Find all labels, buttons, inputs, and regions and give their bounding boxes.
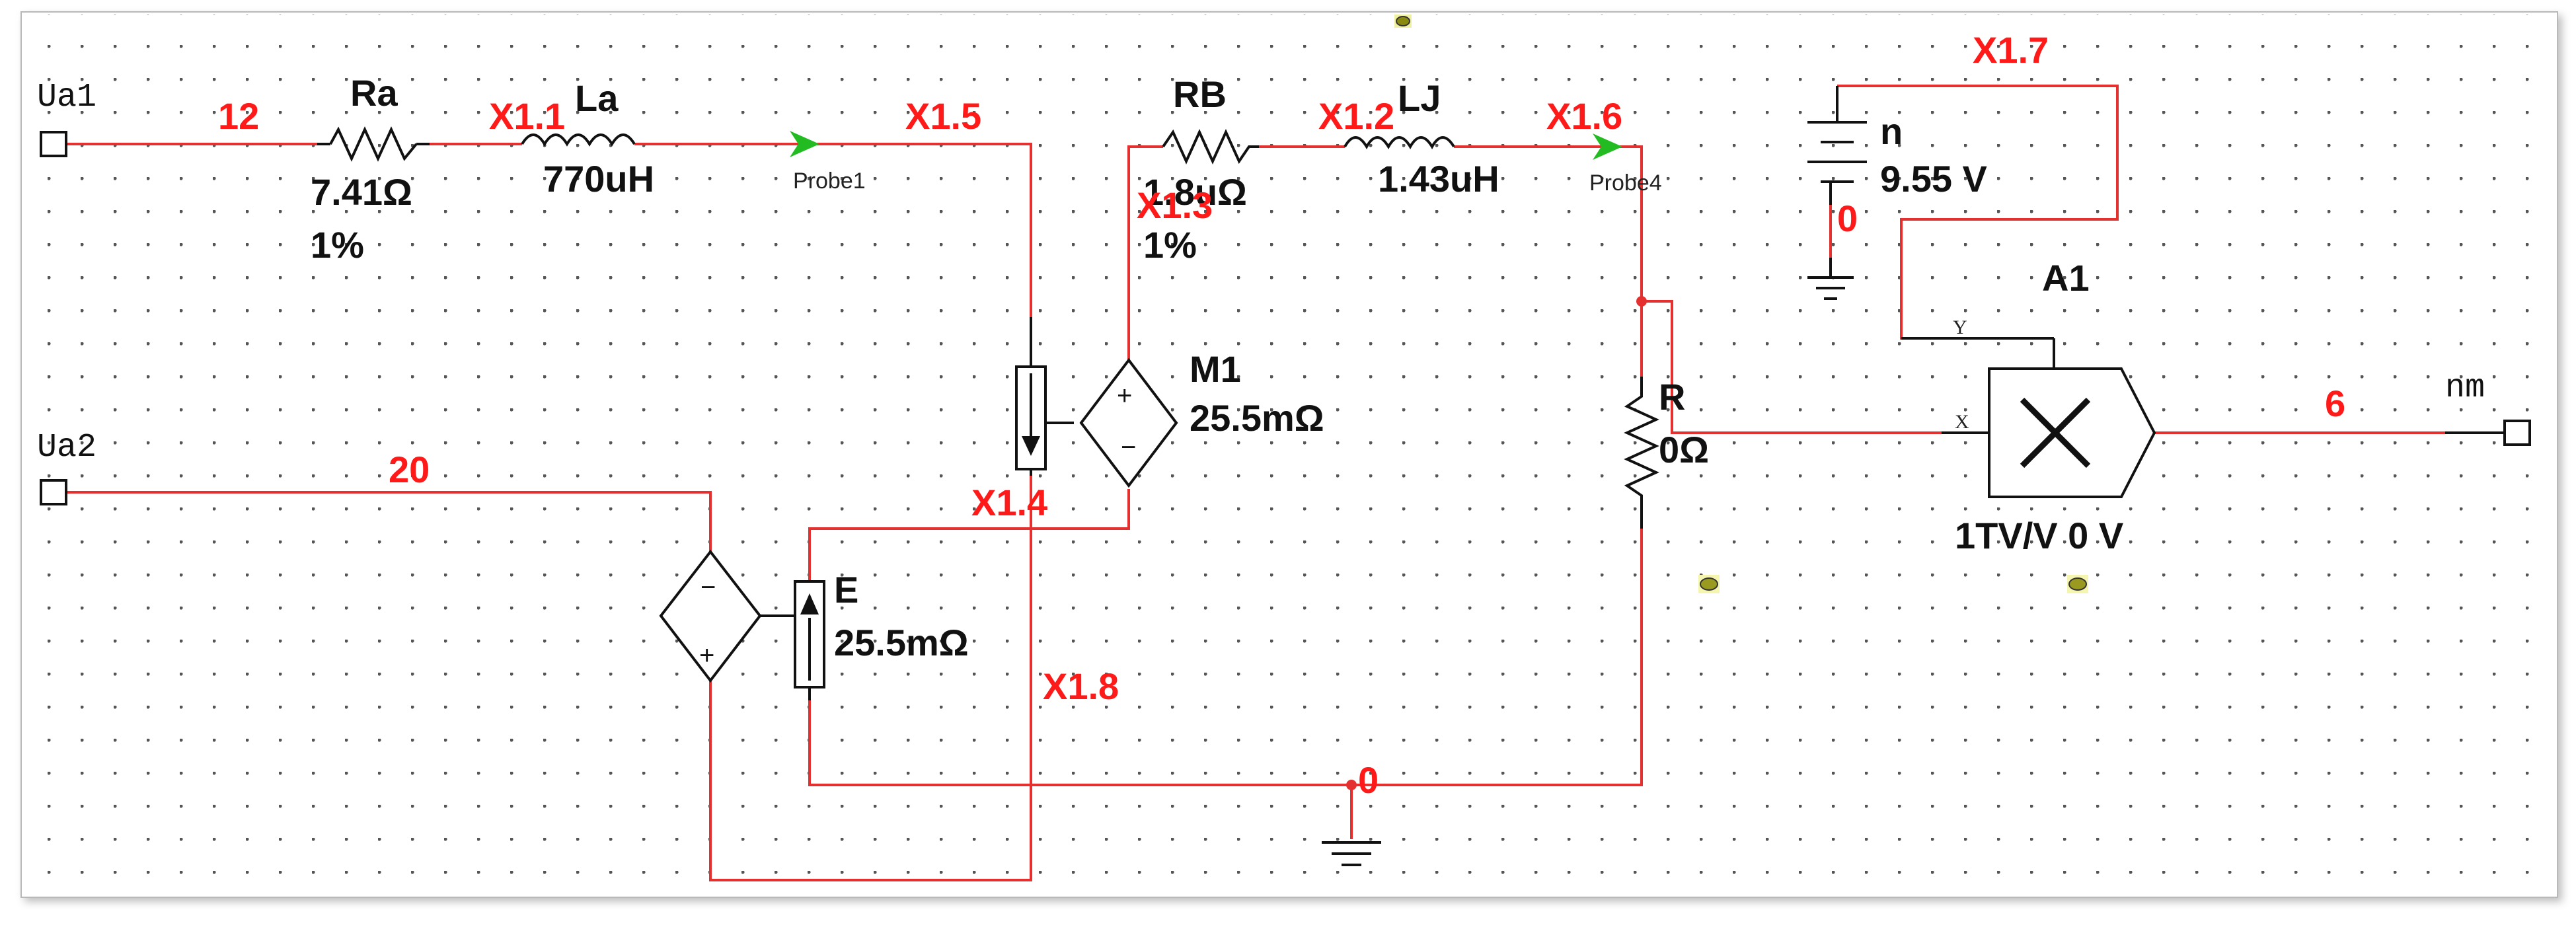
marker-icon[interactable] (1394, 15, 1412, 28)
svg-text:+: + (1117, 381, 1132, 410)
probe1-arrow-icon[interactable] (790, 131, 819, 157)
net-label-6: 6 (2325, 383, 2345, 424)
port-ua2-terminal[interactable] (40, 479, 67, 505)
rb-tolerance: 1% (1143, 224, 1197, 266)
a1-pin-x-label: X (1955, 411, 1969, 433)
current-sensor-m1[interactable] (1015, 317, 1074, 476)
e-value: 25.5mΩ (834, 622, 969, 663)
probe4-label: Probe4 (1589, 170, 1662, 196)
probe1-label: Probe1 (793, 168, 866, 194)
net-label-x1-1: X1.1 (489, 95, 565, 137)
port-ua1-label: Ua1 (37, 79, 96, 116)
lj-name: LJ (1398, 77, 1441, 119)
ra-name: Ra (350, 72, 398, 114)
net-label-x1-7: X1.7 (1973, 29, 2049, 71)
battery-n[interactable] (1807, 86, 1867, 300)
m1-name: M1 (1190, 348, 1241, 390)
net-label-x1-3: X1.3 (1137, 184, 1213, 226)
resistor-ra[interactable] (317, 126, 430, 162)
rb-name: RB (1173, 73, 1227, 115)
net-label-x1-6: X1.6 (1546, 95, 1622, 137)
a1-value: 1TV/V 0 V (1955, 515, 2123, 556)
marker-icon[interactable] (1698, 575, 1720, 593)
resistor-r[interactable] (1624, 377, 1659, 529)
r-value: 0Ω (1659, 429, 1709, 470)
n-name: n (1880, 110, 1903, 152)
port-nm-label: nm (2445, 369, 2485, 407)
inductor-la[interactable] (521, 133, 636, 147)
svg-text:−: − (701, 573, 716, 602)
port-ua1-terminal[interactable] (40, 131, 67, 157)
a1-pin-y-label: Y (1953, 316, 1967, 338)
port-ua2-label: Ua2 (37, 429, 96, 466)
probe4-arrow-icon[interactable] (1593, 133, 1622, 160)
net-label-20: 20 (389, 449, 430, 490)
ra-value: 7.41Ω (311, 171, 412, 213)
svg-text:+: + (699, 641, 714, 670)
net-label-0-ground: 0 (1358, 759, 1379, 801)
la-name: La (575, 77, 619, 119)
ground-symbol (1322, 841, 1381, 866)
junction-dot (1636, 296, 1647, 307)
junction-dot (1346, 780, 1357, 790)
e-name: E (834, 569, 858, 611)
lj-value: 1.43uH (1378, 158, 1499, 200)
marker-icon[interactable] (2067, 575, 2088, 593)
la-value: 770uH (543, 158, 654, 200)
net-label-x1-5: X1.5 (905, 95, 981, 137)
multiplier-a1[interactable] (1901, 337, 2156, 498)
controlled-source-m1[interactable]: + − (1079, 357, 1178, 488)
inductor-lj[interactable] (1344, 136, 1455, 149)
current-sensor-e[interactable] (794, 580, 825, 700)
resistor-rb[interactable] (1162, 129, 1259, 165)
controlled-source-e[interactable]: − + (659, 549, 795, 683)
m1-value: 25.5mΩ (1190, 397, 1324, 439)
svg-text:−: − (1121, 433, 1136, 462)
net-label-12: 12 (218, 95, 259, 137)
net-label-x1-8: X1.8 (1043, 665, 1119, 707)
net-label-x1-2: X1.2 (1318, 95, 1394, 137)
n-value: 9.55 V (1880, 158, 1987, 200)
rb-value: 1.8uΩ (1143, 171, 1247, 213)
r-name: R (1659, 376, 1685, 418)
net-label-x1-4: X1.4 (971, 482, 1047, 523)
port-nm-terminal[interactable] (2503, 420, 2531, 446)
a1-name: A1 (2042, 257, 2090, 299)
net-label-0-battery: 0 (1837, 198, 1858, 239)
ra-tolerance: 1% (311, 224, 364, 266)
